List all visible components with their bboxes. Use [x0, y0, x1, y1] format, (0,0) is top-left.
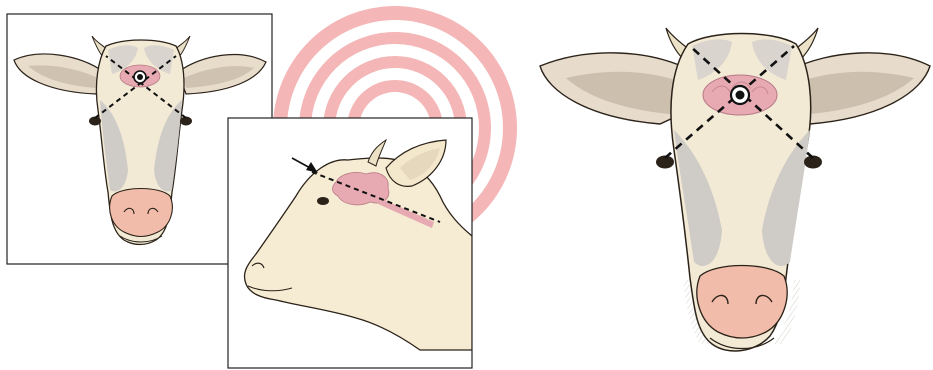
large-cow-head-front	[540, 28, 930, 351]
muzzle	[110, 189, 173, 237]
side-view-inset-panel	[228, 118, 472, 368]
side-eye	[317, 197, 329, 205]
large-target-dot-icon	[731, 86, 749, 104]
target-dot-icon	[134, 71, 146, 83]
large-muzzle	[697, 266, 787, 339]
